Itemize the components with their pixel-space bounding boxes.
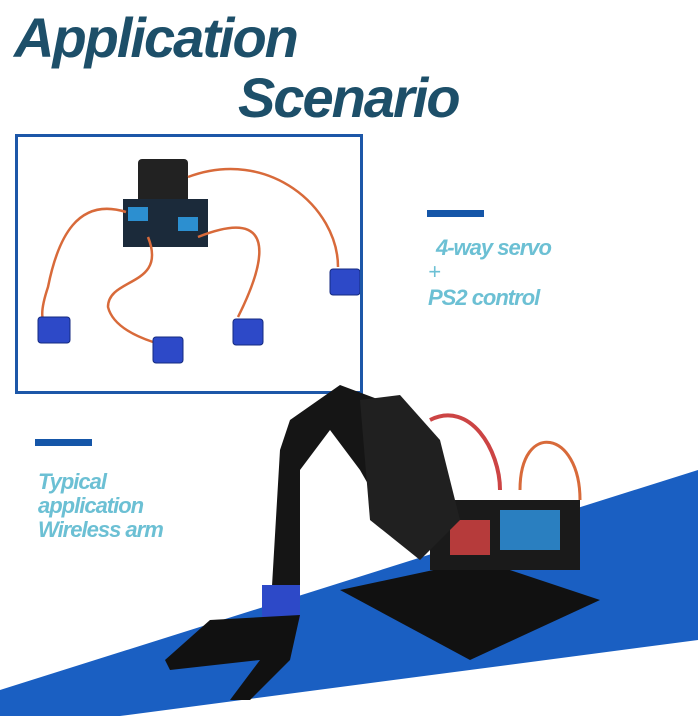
feature1-line-1: 4-way servo [436,235,552,260]
feature1-line-3: PS2 control [428,285,540,310]
feature2-line-3: Wireless arm [38,517,164,542]
feature2-accent-bar [35,439,92,446]
feature2-line-1: Typical [38,469,107,494]
servo-kit-illustration [37,159,361,364]
feature1-accent-bar [427,210,484,217]
title-line-1: Application [14,6,299,69]
feature1-line-2: + [428,259,441,284]
servo-kit-photo [15,134,363,394]
feature2-line-2: application [38,493,144,518]
title-line-2: Scenario [238,66,461,129]
